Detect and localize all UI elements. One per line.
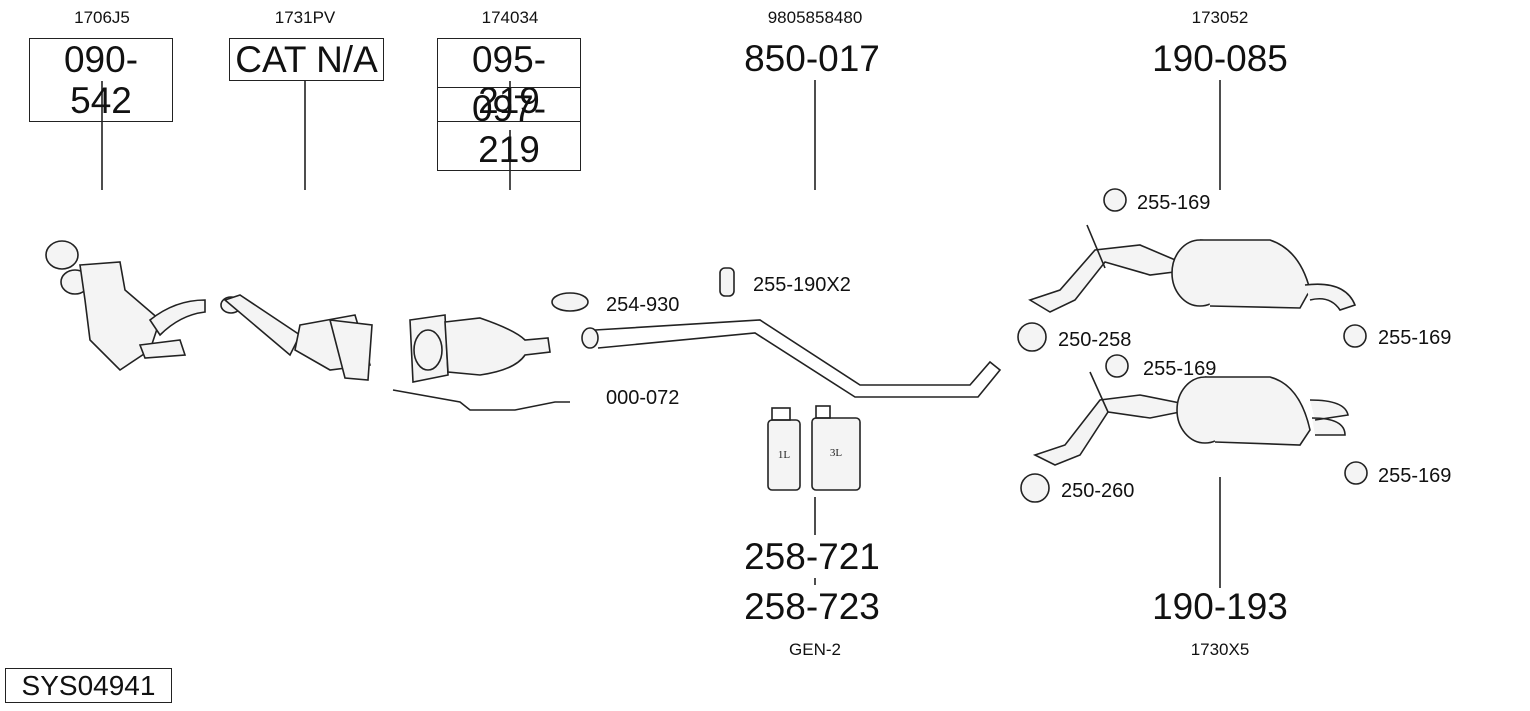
part-number-box[interactable]: 097-219 <box>437 87 581 171</box>
can-3l-label: 3L <box>830 447 843 459</box>
part-number-box[interactable]: 095-219 <box>437 38 581 122</box>
diagram-id: SYS04941 <box>5 668 172 703</box>
part-number-box[interactable]: 090-542 <box>29 38 173 122</box>
accessory-label[interactable]: 255-169 <box>1143 358 1217 380</box>
sensor-wire-drawing <box>392 389 570 411</box>
ref-label: 1731PV <box>274 8 336 27</box>
accessory-label[interactable]: 254-930 <box>606 294 680 316</box>
part-number[interactable]: 258-721 <box>744 536 880 577</box>
ref-label: 1730X5 <box>1190 640 1250 659</box>
can-1l-label: 1L <box>778 449 791 461</box>
middle-pipe-drawing <box>581 319 1002 398</box>
flex-pipe-catalyst-drawing <box>220 294 373 381</box>
ref-label: 174034 <box>481 8 539 27</box>
particulate-filter-drawing <box>409 314 551 383</box>
ref-label: GEN-2 <box>789 640 841 659</box>
accessory-label[interactable]: 250-258 <box>1058 329 1132 351</box>
accessory-label[interactable]: 000-072 <box>606 387 680 409</box>
accessory-label[interactable]: 255-169 <box>1137 192 1211 214</box>
accessory-label[interactable]: 255-169 <box>1378 327 1452 349</box>
rear-silencer-a-drawing <box>1028 224 1357 313</box>
part-number-box[interactable]: CAT N/A <box>229 38 384 81</box>
part-number[interactable]: 190-193 <box>1152 586 1288 627</box>
ref-label: 9805858480 <box>767 8 863 27</box>
part-number[interactable]: 190-085 <box>1152 38 1288 79</box>
manifold-catalyst-drawing <box>45 240 206 372</box>
part-number[interactable]: 850-017 <box>744 38 880 79</box>
rear-silencer-b-drawing <box>1032 371 1349 466</box>
ref-label: 1706J5 <box>74 8 130 27</box>
mount-icon <box>1103 188 1368 485</box>
accessory-label[interactable]: 255-190X2 <box>753 274 851 296</box>
accessory-label[interactable]: 255-169 <box>1378 465 1452 487</box>
part-number[interactable]: 258-723 <box>744 586 880 627</box>
leader-lines <box>101 80 1221 588</box>
clamp-icon <box>1017 322 1050 503</box>
fluid-cans-drawing: 1L 3L <box>767 405 861 491</box>
clamp-icon <box>551 292 589 312</box>
ref-label: 173052 <box>1191 8 1249 27</box>
accessory-label[interactable]: 250-260 <box>1061 480 1135 502</box>
rubber-mount-icon <box>719 267 735 297</box>
